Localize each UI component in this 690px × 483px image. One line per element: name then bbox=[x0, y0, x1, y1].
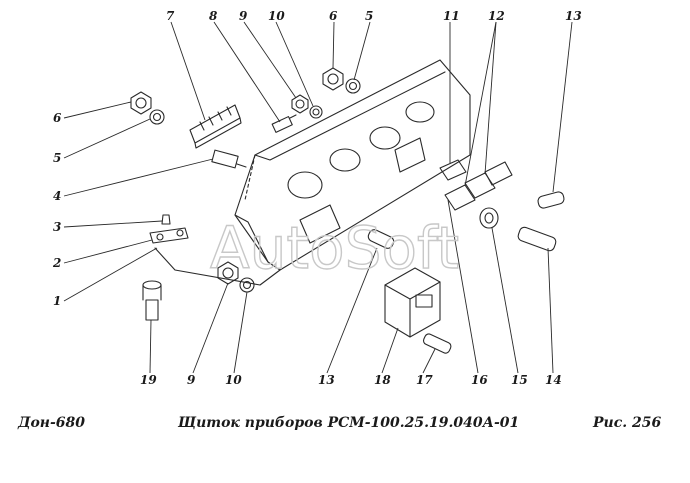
callout-number: 6 bbox=[329, 9, 338, 23]
part-19-bolt bbox=[142, 280, 162, 321]
callout-number: 12 bbox=[488, 9, 505, 23]
machine-model: Дон-680 bbox=[18, 415, 86, 431]
callout-number: 9 bbox=[187, 373, 196, 387]
callout-number: 1 bbox=[53, 294, 61, 308]
callout-number: 13 bbox=[565, 9, 582, 23]
callout-number: 13 bbox=[318, 373, 335, 387]
callout-number: 4 bbox=[53, 189, 61, 203]
callout-number: 5 bbox=[365, 9, 373, 23]
callout-number: 19 bbox=[140, 373, 157, 387]
callout-number: 5 bbox=[53, 151, 61, 165]
part-11-socket bbox=[439, 159, 467, 181]
watermark-text: AutoSoft bbox=[210, 214, 459, 282]
nut-6-upper bbox=[322, 67, 344, 91]
washer-5-left bbox=[149, 109, 165, 125]
callout-number: 17 bbox=[416, 373, 433, 387]
callout-number: 3 bbox=[53, 220, 61, 234]
part-3-terminal bbox=[161, 214, 171, 225]
part-8-lamp-socket bbox=[271, 114, 297, 133]
callout-number: 15 bbox=[511, 373, 528, 387]
figure-title: Щиток приборов РСМ-100.25.19.040А-01 bbox=[178, 415, 520, 431]
part-12-caps bbox=[444, 161, 513, 211]
part-15-knob bbox=[479, 207, 499, 229]
figure-number: Рис. 256 bbox=[593, 415, 662, 431]
part-14-lamp bbox=[517, 226, 557, 252]
part-4-connector bbox=[211, 149, 247, 169]
part-2-clamp bbox=[149, 227, 189, 244]
callout-number: 8 bbox=[209, 9, 218, 23]
callout-labels: 7 8 9 10 6 5 11 12 13 6 5 4 3 2 1 19 9 10 13 18 17 16 15 14 bbox=[52, 9, 582, 387]
part-13-lamp-center bbox=[367, 229, 395, 249]
callout-number: 18 bbox=[374, 373, 391, 387]
callout-number: 10 bbox=[225, 373, 242, 387]
callout-number: 11 bbox=[443, 9, 460, 23]
callout-number: 6 bbox=[53, 111, 62, 125]
part-7-switch-block bbox=[189, 104, 242, 149]
nut-9-lower bbox=[217, 261, 239, 285]
washer-10-upper bbox=[309, 105, 323, 119]
part-18-relay-box bbox=[384, 267, 441, 338]
washer-5-upper bbox=[345, 78, 361, 94]
nut-9-upper bbox=[291, 94, 309, 114]
callout-number: 10 bbox=[268, 9, 285, 23]
leader-lines bbox=[63, 21, 573, 374]
nut-6-left bbox=[130, 91, 152, 115]
callout-number: 2 bbox=[52, 256, 61, 270]
part-13-lamp-right bbox=[537, 191, 565, 209]
callout-number: 9 bbox=[239, 9, 248, 23]
instrument-panel-body bbox=[234, 59, 471, 271]
callout-number: 16 bbox=[471, 373, 488, 387]
part-17-screw bbox=[422, 333, 452, 354]
callout-number: 14 bbox=[545, 373, 562, 387]
callout-number: 7 bbox=[166, 9, 175, 23]
